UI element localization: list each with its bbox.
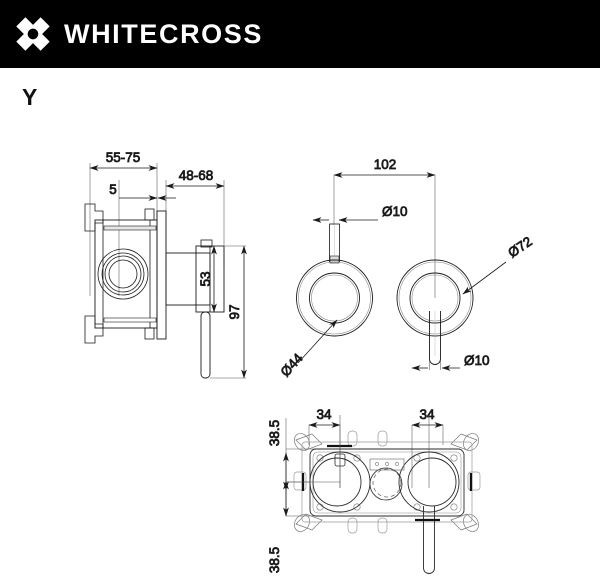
dim-53-label: 53: [198, 271, 213, 286]
dim-53: 53: [198, 245, 217, 313]
cross-logo-icon: [16, 17, 50, 51]
dim-55-75: 55-75: [89, 150, 158, 171]
dim-dia-44-label: Ø44: [278, 350, 307, 379]
side-view-group: 55-75 5 48-68: [84, 150, 247, 379]
brand-name: WHITECROSS: [64, 18, 264, 49]
dim-97: 97: [210, 245, 247, 379]
page-title: Y: [22, 84, 38, 110]
dim-38-5-bottom: 38.5: [267, 480, 460, 574]
dim-102: 102: [333, 157, 436, 298]
dim-34-left-label: 34: [316, 407, 332, 422]
dim-34-right-label: 34: [419, 407, 435, 422]
dim-dia-10-bottom: Ø10: [411, 353, 490, 371]
dim-dia-72-label: Ø72: [505, 234, 535, 261]
dim-dia-10-top: Ø10: [312, 204, 408, 223]
dim-38-5-top-label: 38.5: [267, 420, 282, 446]
dim-5-label: 5: [109, 182, 117, 197]
dim-55-75-label: 55-75: [106, 150, 141, 165]
right-handle-ring: [396, 259, 474, 365]
dim-97-label: 97: [227, 304, 242, 319]
site-header: WHITECROSS: [0, 0, 600, 68]
dim-48-68: 48-68: [157, 168, 225, 201]
plan-view-group: 38.5 38.5 34 34: [267, 407, 481, 574]
dim-102-label: 102: [374, 157, 397, 172]
front-view-group: 102 Ø10: [277, 157, 535, 380]
dim-34-right: 34: [411, 407, 444, 488]
left-handle-ring: [296, 223, 373, 337]
dim-38-5-bottom-label: 38.5: [267, 547, 282, 573]
drawing-canvas: 55-75 5 48-68: [0, 68, 600, 576]
technical-drawing-svg: 55-75 5 48-68: [84, 150, 535, 574]
dim-5: 5: [109, 182, 158, 201]
dim-dia-72: Ø72: [462, 233, 535, 295]
dim-dia-10-bottom-label: Ø10: [464, 353, 490, 368]
dim-dia-10-top-label: Ø10: [382, 204, 408, 219]
dim-dia-44: Ø44: [277, 319, 338, 380]
dim-48-68-label: 48-68: [179, 168, 214, 183]
